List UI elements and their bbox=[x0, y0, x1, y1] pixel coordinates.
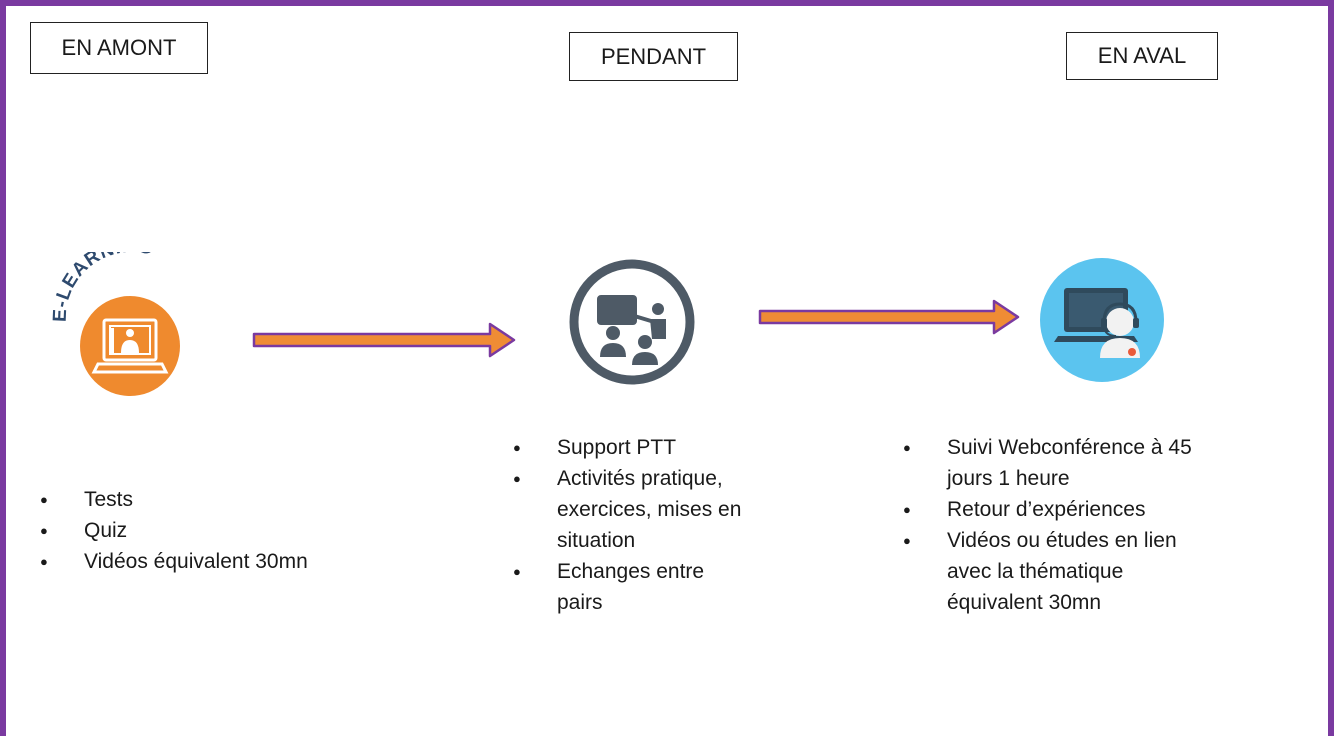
list-item-text: situation bbox=[557, 529, 636, 552]
webconference-headset-icon bbox=[1040, 258, 1164, 382]
list-item-text: Tests bbox=[84, 488, 134, 511]
elearning-logo: E-LEARNING bbox=[48, 236, 218, 402]
phase-label-pendant: PENDANT bbox=[569, 32, 738, 81]
list-item-text: pairs bbox=[557, 591, 603, 614]
list-item-text: Echanges entre bbox=[557, 560, 705, 583]
phase-label-en-amont: EN AMONT bbox=[30, 22, 208, 74]
list-item-text: Suivi Webconférence à 45 bbox=[947, 436, 1192, 459]
list-item: Quiz bbox=[30, 515, 400, 546]
list-item-text: Retour d’expériences bbox=[947, 498, 1146, 521]
list-item-text: exercices, mises en bbox=[557, 498, 742, 521]
list-item-text: jours 1 heure bbox=[947, 467, 1070, 490]
list-item: Retour d’expériences bbox=[893, 494, 1273, 525]
list-item-text: Vidéos ou études en lien bbox=[947, 529, 1177, 552]
list-item: Echanges entre pairs bbox=[503, 556, 803, 618]
bullet-list-en-aval: Suivi Webconférence à 45 jours 1 heure R… bbox=[893, 432, 1273, 618]
list-item-text: avec la thématique bbox=[947, 560, 1124, 583]
list-item: Vidéos équivalent 30mn bbox=[30, 546, 400, 577]
bullet-list-pendant: Support PTT Activités pratique, exercice… bbox=[503, 432, 803, 618]
list-item-text: équivalent 30mn bbox=[947, 591, 1102, 614]
classroom-presentation-icon bbox=[567, 257, 697, 387]
list-item: Activités pratique, exercices, mises en … bbox=[503, 463, 803, 556]
phase-label-en-aval: EN AVAL bbox=[1066, 32, 1218, 80]
list-item: Suivi Webconférence à 45 jours 1 heure bbox=[893, 432, 1273, 494]
list-item-text: Support PTT bbox=[557, 436, 677, 459]
bullet-list-en-amont: Tests Quiz Vidéos équivalent 30mn bbox=[30, 484, 400, 577]
list-item-text: Vidéos équivalent 30mn bbox=[84, 550, 308, 573]
list-item-text: Activités pratique, bbox=[557, 467, 723, 490]
list-item: Vidéos ou études en lien avec la thémati… bbox=[893, 525, 1273, 618]
list-item: Support PTT bbox=[503, 432, 803, 463]
flow-arrow-pendant-to-aval bbox=[758, 297, 1020, 337]
list-item: Tests bbox=[30, 484, 400, 515]
list-item-text: Quiz bbox=[84, 519, 128, 542]
flow-arrow-amont-to-pendant bbox=[252, 320, 516, 360]
